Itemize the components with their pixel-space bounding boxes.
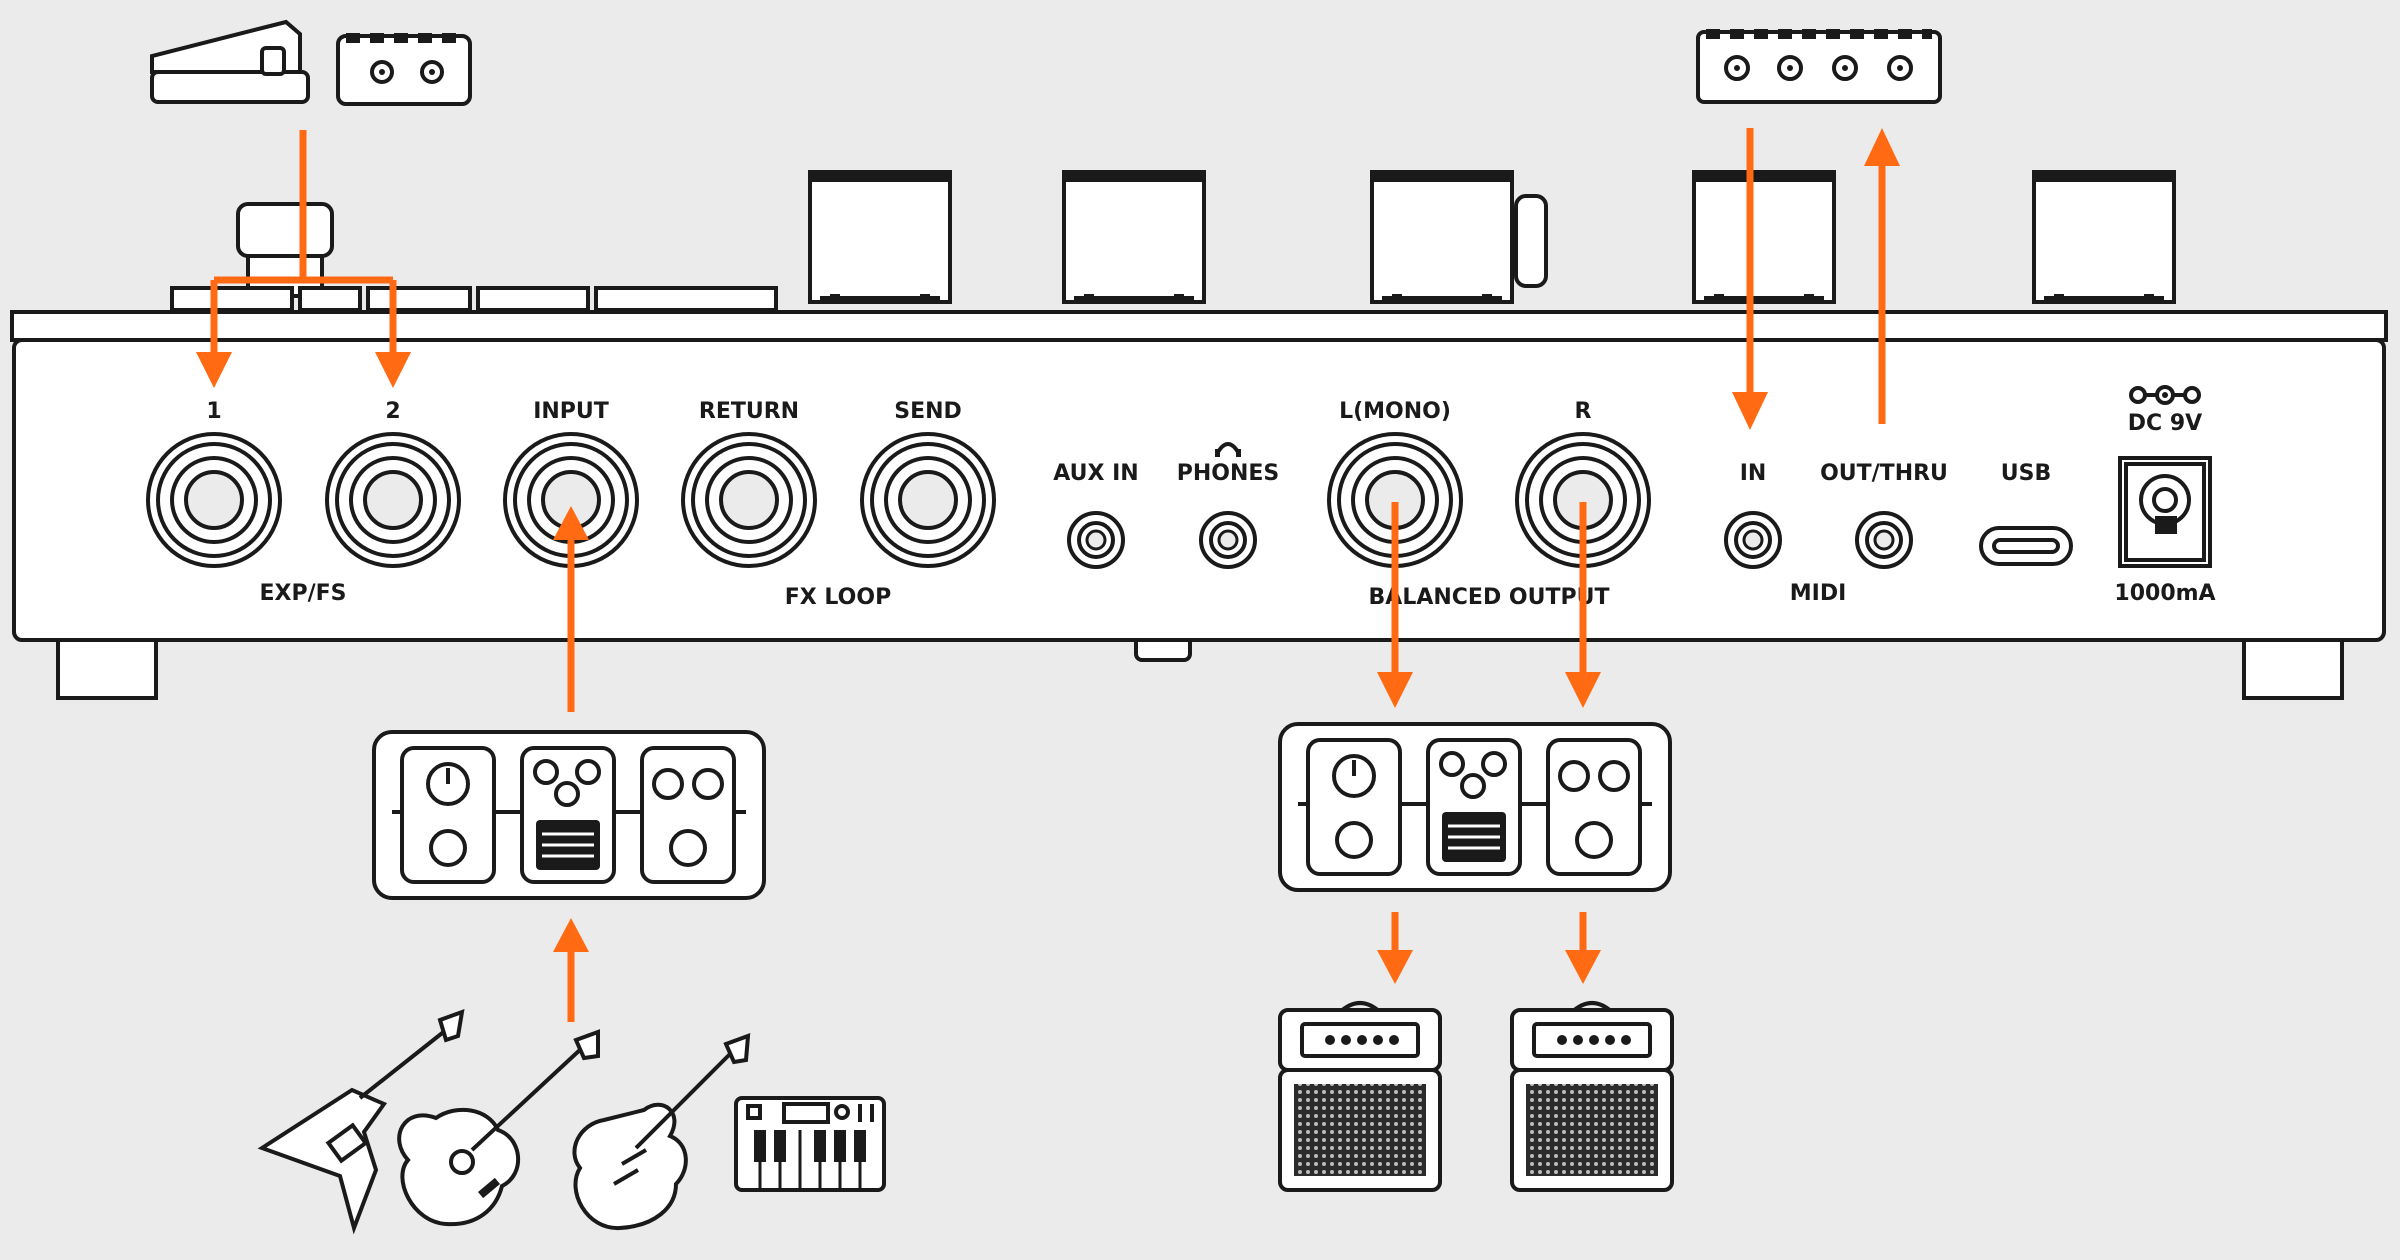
output-l-label: L(MONO) [1339,399,1451,424]
knob-2 [1062,170,1206,306]
midi-out-jack [1855,511,1913,569]
usb-port [1979,526,2073,566]
arrow-to-amp-left-head [1377,950,1413,984]
usb-label: USB [2001,461,2051,486]
arrow-exp-split [210,130,397,352]
exp-fs-2-jack [325,432,461,568]
midi-controller-icon [1696,29,1942,104]
device-body [10,170,2388,700]
arrow-midi-out-head [1864,128,1900,166]
exp-fs-1-jack [146,432,282,568]
effects-pedalboard-icon-input [372,730,766,900]
midi-in-jack [1724,511,1782,569]
phones-jack [1199,511,1257,569]
acoustic-guitar-icon [397,1029,600,1227]
headphones-icon [1215,442,1241,457]
keyboard-icon [734,1096,886,1192]
send-label: SEND [894,399,962,424]
dc-polarity-icon [2129,385,2201,405]
knob-4 [1692,170,1836,306]
arrow-exp1-head [196,352,232,388]
power-rating-label: 1000mA [2114,581,2215,606]
midi-in-label: IN [1740,461,1767,486]
knob-1 [808,170,952,306]
rear-panel-jacks [146,432,2212,569]
footswitch-icon [336,33,472,106]
electric-guitar-icon-strat [572,1033,751,1231]
button-row [170,286,778,312]
fx-loop-group-label: FX LOOP [785,585,891,610]
device-top-plate [10,310,2388,342]
output-r-label: R [1575,399,1592,424]
fx-send-jack [860,432,996,568]
exp-2-label: 2 [385,399,400,424]
arrow-pedals-to-input-head [553,506,589,540]
exp-fs-group-label: EXP/FS [259,581,346,606]
return-label: RETURN [699,399,799,424]
aux-in-jack [1067,511,1125,569]
effects-pedalboard-icon-output [1278,722,1672,892]
arrow-out-r-head [1565,672,1601,708]
phones-label: PHONES [1177,461,1280,486]
midi-out-label: OUT/THRU [1820,461,1948,486]
footswitch-knob-base [236,202,334,258]
balanced-output-group-label: BALANCED OUTPUT [1369,585,1610,610]
knob-5 [2032,170,2176,306]
arrow-instruments-to-pedals-head [553,918,589,952]
aux-in-label: AUX IN [1053,461,1138,486]
exp-1-label: 1 [206,399,221,424]
panel-labels: 1 2 INPUT RETURN SEND AUX IN PHONES L(MO… [206,385,2216,610]
arrow-to-amp-right-head [1565,950,1601,984]
knob-3 [1370,170,1514,306]
guitar-amp-icon-left [1278,1001,1442,1192]
expression-pedal-icon [150,19,310,104]
dc-label: DC 9V [2128,411,2202,436]
foot-right [2242,634,2344,700]
arrow-out-l-head [1377,672,1413,708]
fx-return-jack [681,432,817,568]
device-back-panel [12,338,2386,642]
guitar-amp-icon-right [1510,1001,1674,1192]
dc-power-jack [2118,456,2212,568]
arrow-midi-in-head [1732,392,1768,430]
foot-left [56,634,158,700]
arrow-exp2-head [375,352,411,388]
electric-guitar-icon [257,1008,465,1235]
input-label: INPUT [533,399,609,424]
midi-group-label: MIDI [1790,581,1847,606]
signal-flow-arrows [196,128,1900,1022]
